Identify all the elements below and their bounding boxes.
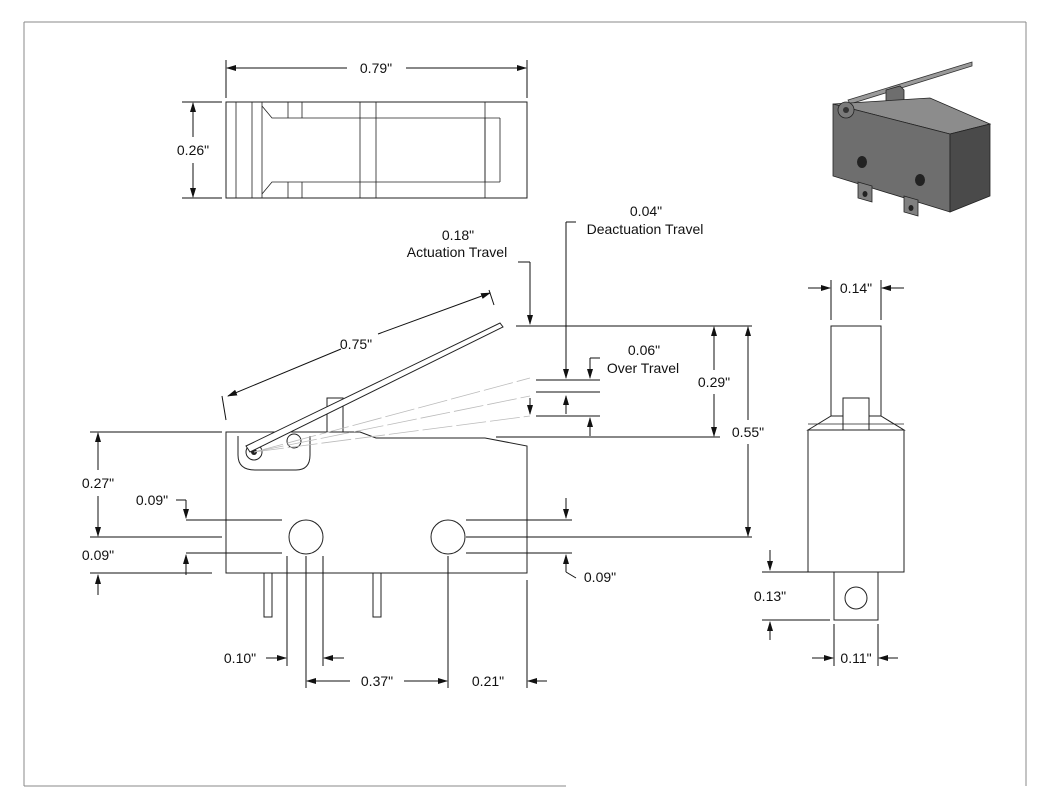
actuation-travel-label: Actuation Travel <box>407 244 507 260</box>
top-height-label: 0.26" <box>177 142 209 158</box>
pin-width-label: 0.10" <box>224 650 256 666</box>
top-height-dimension <box>182 101 222 199</box>
over-travel-label: Over Travel <box>607 360 679 376</box>
right-offset-label: 0.21" <box>472 673 504 689</box>
hole-right-label: 0.09" <box>584 569 616 585</box>
front-view <box>225 322 531 618</box>
side-dimensions <box>762 280 904 666</box>
height-027-label: 0.27" <box>82 475 114 491</box>
side-terminal-height-label: 0.13" <box>754 588 786 604</box>
top-width-dimension <box>225 60 528 98</box>
over-travel-value-label: 0.06" <box>628 342 660 358</box>
deactuation-value-label: 0.04" <box>630 203 662 219</box>
drawing-frame <box>23 21 1027 787</box>
hole-spacing-label: 0.37" <box>361 673 393 689</box>
height-dimensions <box>466 326 752 538</box>
deactuation-travel-label: Deactuation Travel <box>587 221 704 237</box>
bottom-dimensions <box>266 556 547 688</box>
left-height-dimension <box>90 431 222 538</box>
side-plunger-width-label: 0.14" <box>840 280 872 296</box>
hole-left-upper-label: 0.09" <box>136 492 168 508</box>
lever-length-dimension <box>221 289 495 421</box>
height-029-label: 0.29" <box>698 374 730 390</box>
lever-length-label: 0.75" <box>340 336 372 352</box>
isometric-view <box>832 61 992 217</box>
actuation-value-label: 0.18" <box>442 227 474 243</box>
side-view <box>806 325 906 621</box>
hole-left-lower-label: 0.09" <box>82 547 114 563</box>
height-055-label: 0.55" <box>732 424 764 440</box>
left-hole-dimensions <box>90 499 282 595</box>
side-terminal-width-label: 0.11" <box>840 650 871 666</box>
top-view <box>225 101 528 199</box>
right-hole-dimensions <box>466 498 577 579</box>
top-width-label: 0.79" <box>360 60 392 76</box>
